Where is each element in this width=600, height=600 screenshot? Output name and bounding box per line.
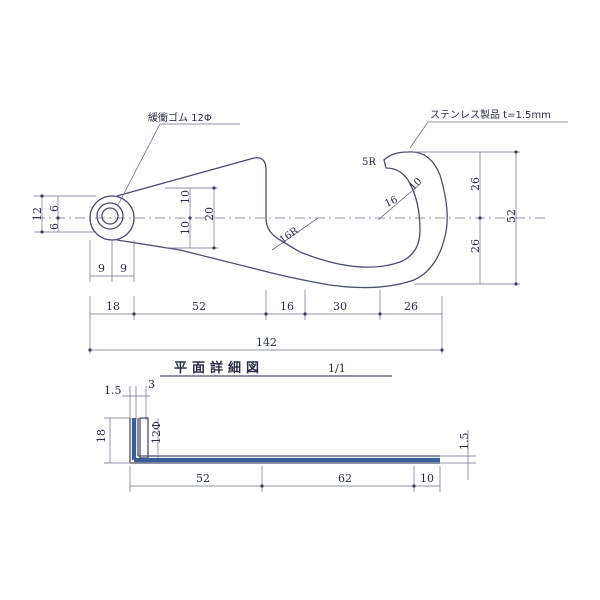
dim-dot <box>188 216 192 220</box>
dim-label-26: 26 <box>404 300 418 313</box>
dim-label-6-bottom: 6 <box>48 223 61 230</box>
dim-label-10-lower: 10 <box>179 221 192 235</box>
dim-dot <box>303 312 307 316</box>
dim-label-62-side: 62 <box>338 472 352 485</box>
dim-label-52-right: 52 <box>505 209 518 223</box>
dim-dot <box>440 348 444 352</box>
dim-label-9-left: 9 <box>98 262 105 275</box>
rubber-cushion-inner <box>101 207 119 225</box>
dim-dot <box>56 216 60 220</box>
dim-label-12phi: 12Φ <box>150 421 163 444</box>
dim-label-1-5: 1.5 <box>104 384 122 397</box>
hook-outline <box>116 151 448 289</box>
dim-label-1-5-right: 1.5 <box>458 433 471 451</box>
dim-label-9-right: 9 <box>120 262 127 275</box>
radius-16-label: 16 <box>383 194 399 209</box>
radius-16r-line <box>271 217 319 251</box>
dim-dot <box>88 348 92 352</box>
dim-label-52: 52 <box>192 300 206 313</box>
dim-label-30: 30 <box>333 300 347 313</box>
dim-dot <box>212 246 216 250</box>
dim-label-142: 142 <box>256 336 277 349</box>
dim-dot <box>412 484 416 488</box>
dim-label-12: 12 <box>31 207 44 221</box>
rubber-cushion-circle <box>96 202 124 230</box>
dim-dot <box>478 216 482 220</box>
side-rubber <box>139 417 149 459</box>
dim-label-10-side: 10 <box>420 472 434 485</box>
dim-label-20: 20 <box>203 207 216 221</box>
rubber-note: 緩衝ゴム 12Φ <box>148 111 212 124</box>
dim-label-10-upper: 10 <box>179 190 192 204</box>
dim-dot <box>40 230 44 234</box>
dim-dot <box>260 484 264 488</box>
drawing-title: 平面詳細図 1/1 <box>160 360 392 377</box>
side-view: 1.5 3 18 12Φ 1.5 52 62 10 <box>95 378 476 492</box>
dim-label-26-lower: 26 <box>469 239 482 253</box>
rubber-leader <box>117 123 161 206</box>
radius-16r-label: 16R <box>278 225 301 246</box>
title-scale: 1/1 <box>328 362 346 375</box>
plan-view: 緩衝ゴム 12Φ ステンレス製品 t=1.5mm 12 6 6 10 10 20… <box>31 108 568 354</box>
dim-dot <box>514 282 518 286</box>
radius-16-line <box>377 183 421 221</box>
stainless-note: ステンレス製品 t=1.5mm <box>430 108 551 121</box>
dim-dot <box>212 186 216 190</box>
radius-5r-label: 5R <box>362 157 376 168</box>
stainless-leader <box>409 121 429 149</box>
dim-label-6-top: 6 <box>48 205 61 212</box>
dim-label-16: 16 <box>280 300 294 313</box>
dim-label-18: 18 <box>106 300 120 313</box>
dim-dot <box>40 194 44 198</box>
dim-label-52-side: 52 <box>196 472 210 485</box>
dim-dot <box>132 312 136 316</box>
dim-dot <box>514 150 518 154</box>
dim-label-26-upper: 26 <box>469 177 482 191</box>
title-text: 平面詳細図 <box>174 360 264 376</box>
radius-10-label: 10 <box>408 176 425 193</box>
dim-dot <box>378 312 382 316</box>
dim-label-18-side: 18 <box>95 429 108 443</box>
dim-dot <box>264 312 268 316</box>
dim-label-3: 3 <box>148 378 155 391</box>
